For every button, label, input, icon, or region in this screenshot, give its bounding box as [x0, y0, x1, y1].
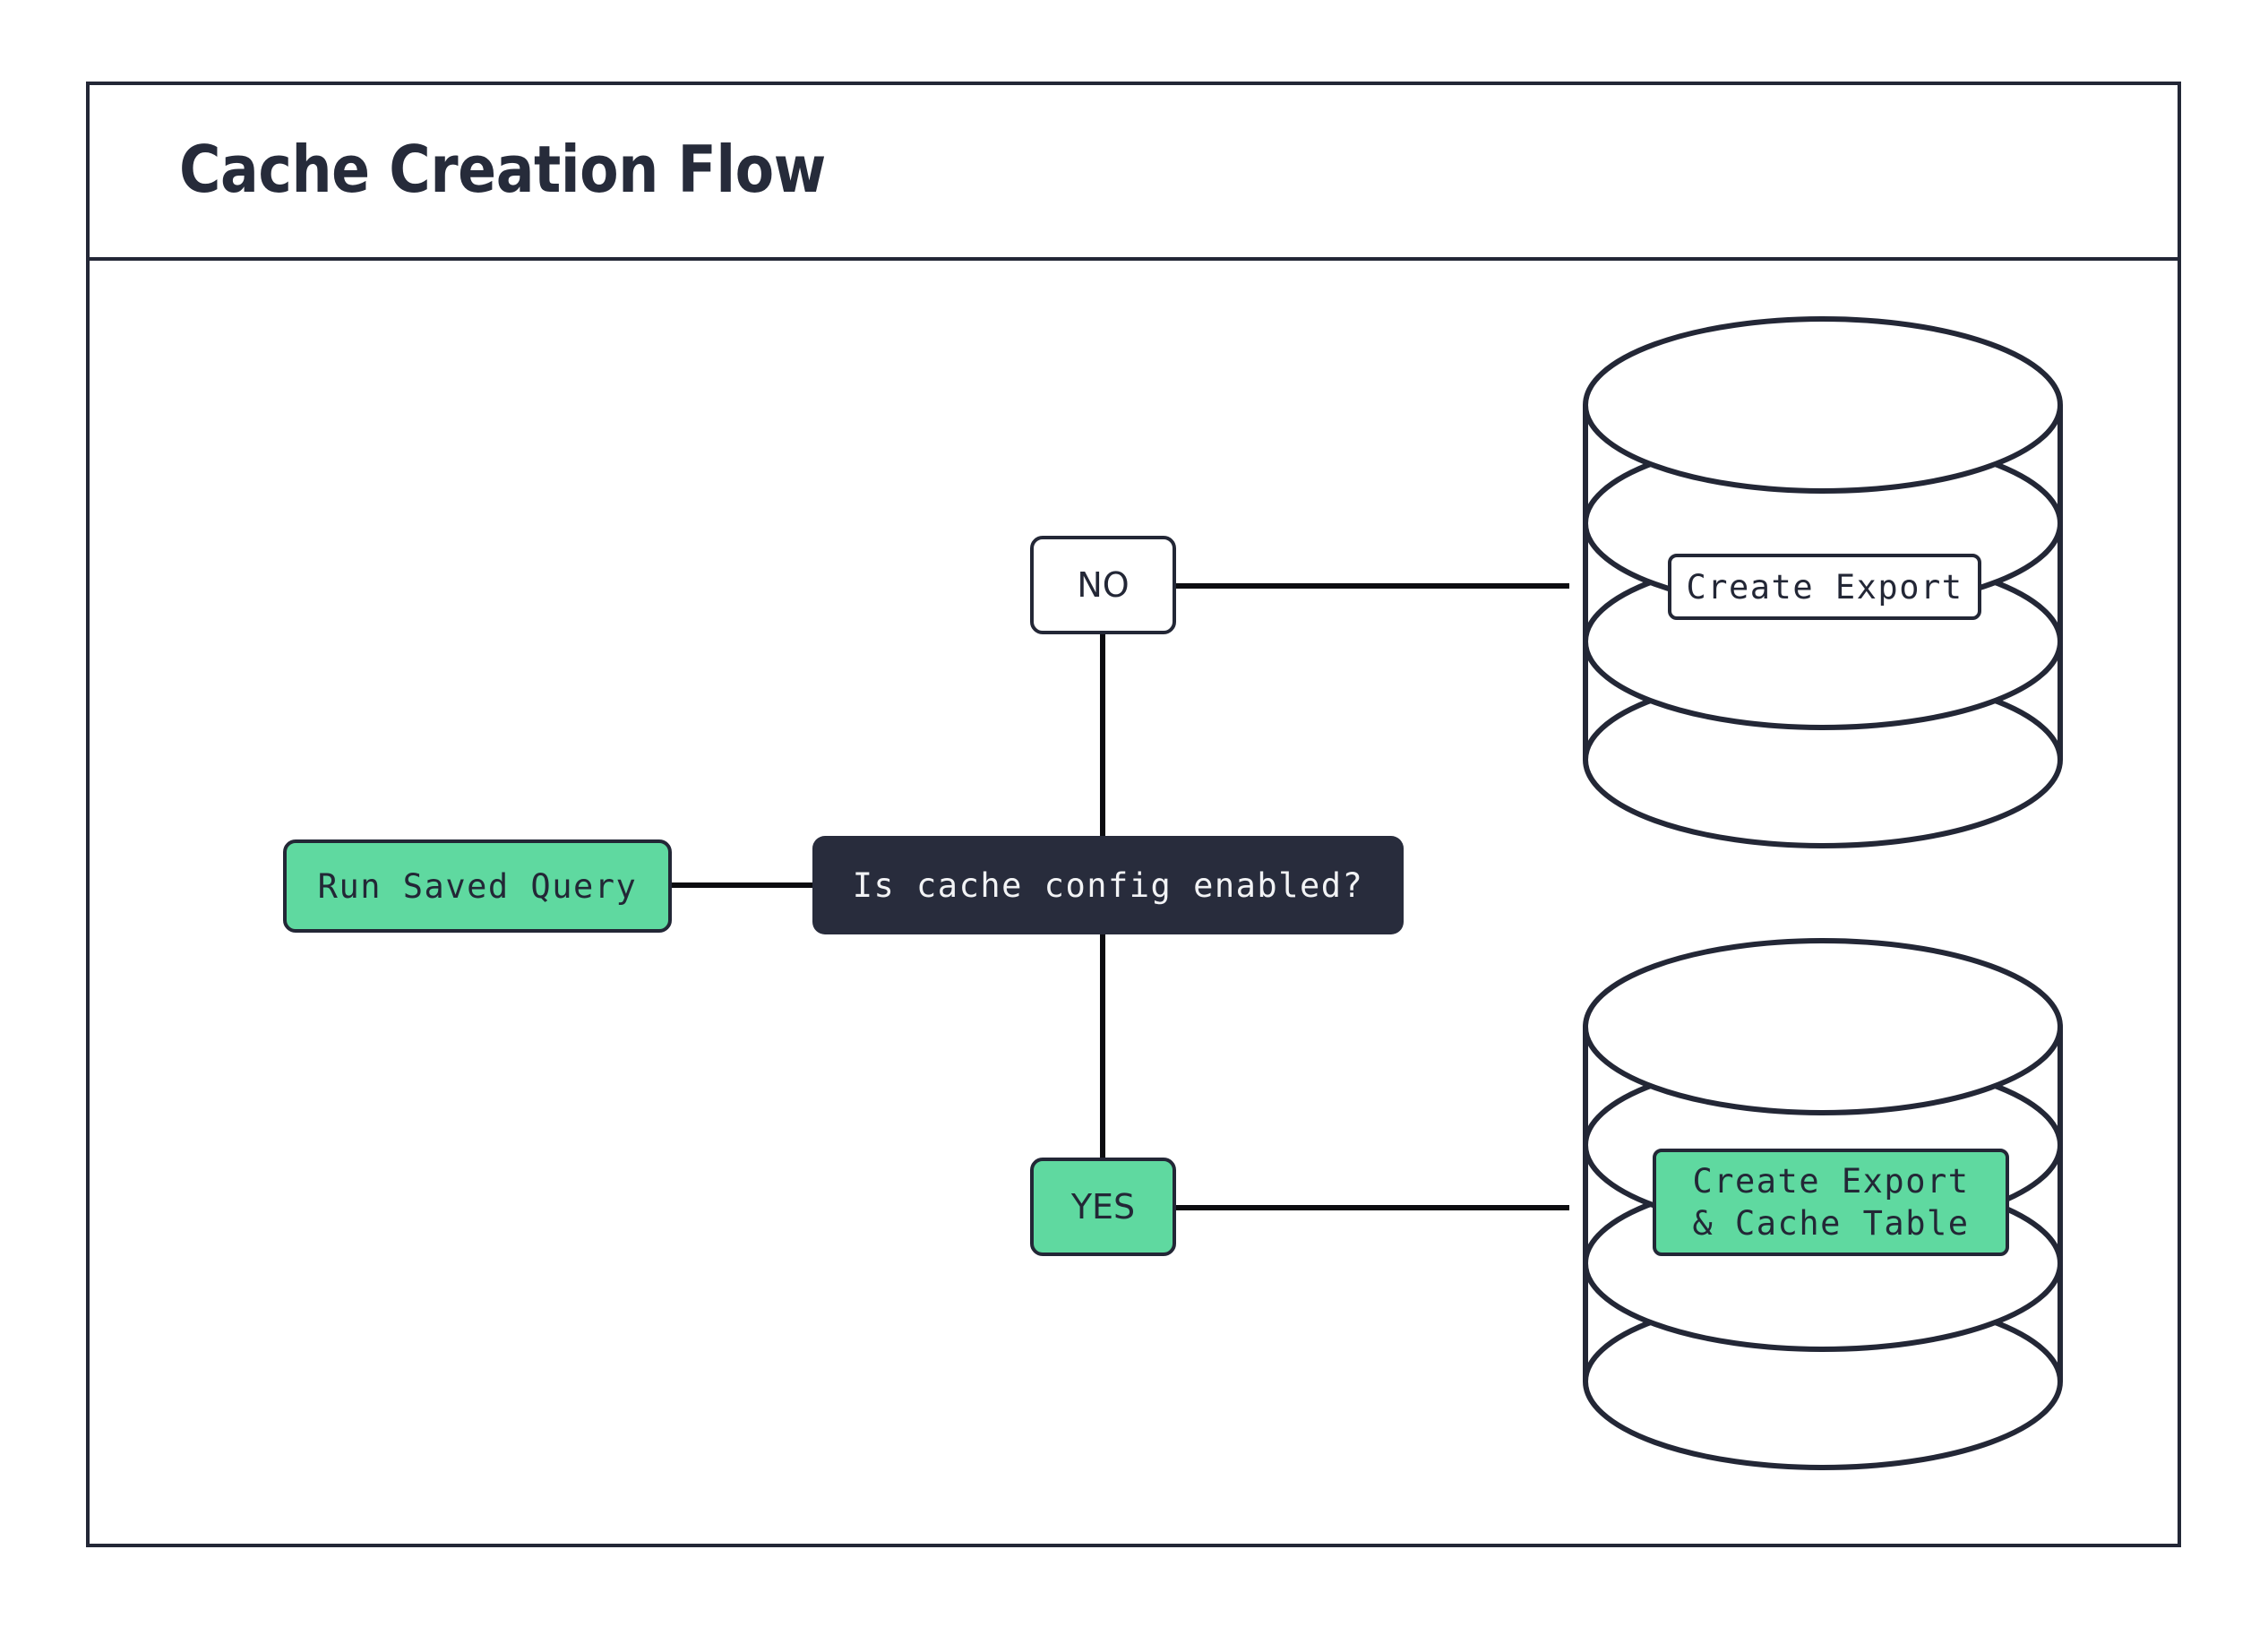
diagram-frame [86, 82, 2181, 1547]
node-is-cache-config-enabled[interactable]: Is cache config enabled? [812, 836, 1404, 934]
node-db-label-create-export-cache-table[interactable]: Create Export & Cache Table [1653, 1149, 2009, 1256]
diagram-header: Cache Creation Flow [86, 82, 2181, 261]
node-run-saved-query[interactable]: Run Saved Query [283, 839, 672, 933]
node-db-label-create-export[interactable]: Create Export [1668, 554, 1981, 620]
node-branch-no[interactable]: NO [1030, 536, 1176, 634]
page-title: Cache Creation Flow [179, 132, 826, 207]
db-label-line-2: & Cache Table [1692, 1204, 1970, 1243]
db-label-line-1: Create Export [1692, 1161, 1970, 1201]
node-branch-yes[interactable]: YES [1030, 1158, 1176, 1256]
